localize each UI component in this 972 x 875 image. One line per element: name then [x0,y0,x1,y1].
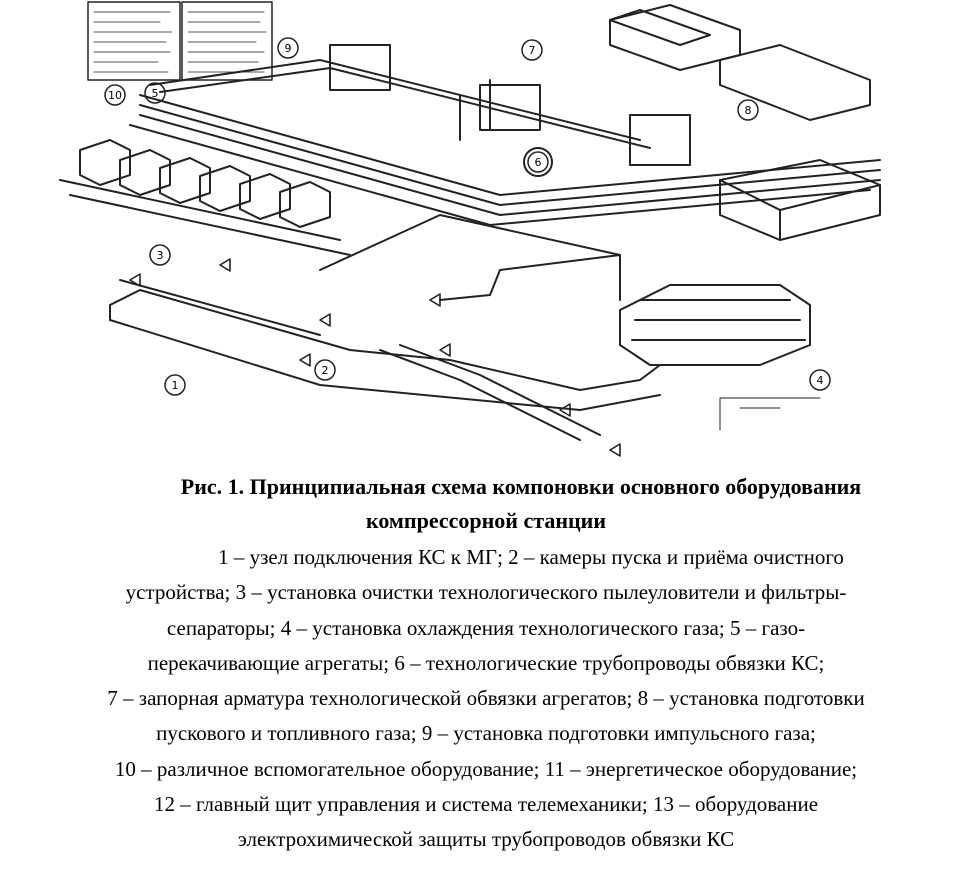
figure-title: Рис. 1. Принципиальная схема компоновки … [0,470,972,538]
legend-line: устройства; 3 – установка очистки технол… [125,580,847,605]
valves [129,258,621,457]
figure-title-line-1: Рис. 1. Принципиальная схема компоновки … [180,474,862,499]
callout-10: 10 [104,84,126,106]
legend-line: пускового и топливного газа; 9 – установ… [156,721,816,746]
leader-lines [719,397,821,431]
callout-8: 8 [737,99,759,121]
gas-cooling-units [619,284,811,366]
callout-number: 2 [322,364,329,377]
legend-line: 1 – узел подключения КС к МГ; 2 – камеры… [218,545,844,569]
callout-markers: 1 2 3 4 5 6 7 8 9 10 [104,37,831,396]
callout-number: 5 [152,87,159,100]
callout-number: 1 [172,379,179,392]
legend-box-right [181,1,273,81]
callout-4: 4 [809,369,831,391]
figure-legend-text: 1 – узел подключения КС к МГ; 2 – камеры… [0,540,972,858]
legend-line: электрохимической защиты трубопроводов о… [237,827,735,852]
figure-title-line-2: компрессорной станции [365,508,607,533]
legend-line: перекачивающие агрегаты; 6 – технологиче… [147,650,825,675]
station-layout-drawing: 1 2 3 4 5 6 7 8 9 10 [20,0,960,460]
legend-box-left [87,1,181,81]
callout-number: 4 [817,374,824,387]
callout-1: 1 [164,374,186,396]
equipment-clusters [329,44,691,177]
callout-2: 2 [314,359,336,381]
compressor-units [59,139,351,256]
callout-number: 9 [285,42,292,55]
callout-number: 10 [108,89,122,102]
callout-number: 3 [157,249,164,262]
main-pipeline-bundle [129,59,881,226]
legend-line: 12 – главный щит управления и система те… [153,792,819,817]
station-layout-svg: 1 2 3 4 5 6 7 8 9 10 [59,1,881,457]
callout-number: 8 [745,104,752,117]
buildings [609,4,881,241]
callout-9: 9 [277,37,299,59]
legend-text-lines [93,11,267,73]
callout-5: 5 [144,82,166,104]
callout-number: 7 [529,44,536,57]
legend-line: сепараторы; 4 – установка охлаждения тех… [166,615,806,640]
callout-3: 3 [149,244,171,266]
legend-line: 7 – запорная арматура технологической об… [107,686,865,711]
callout-number: 6 [535,156,542,169]
technological-pipelines [109,214,661,441]
callout-6: 6 [527,151,549,173]
callout-7: 7 [521,39,543,61]
legend-line: 10 – различное вспомогательное оборудова… [114,756,858,781]
